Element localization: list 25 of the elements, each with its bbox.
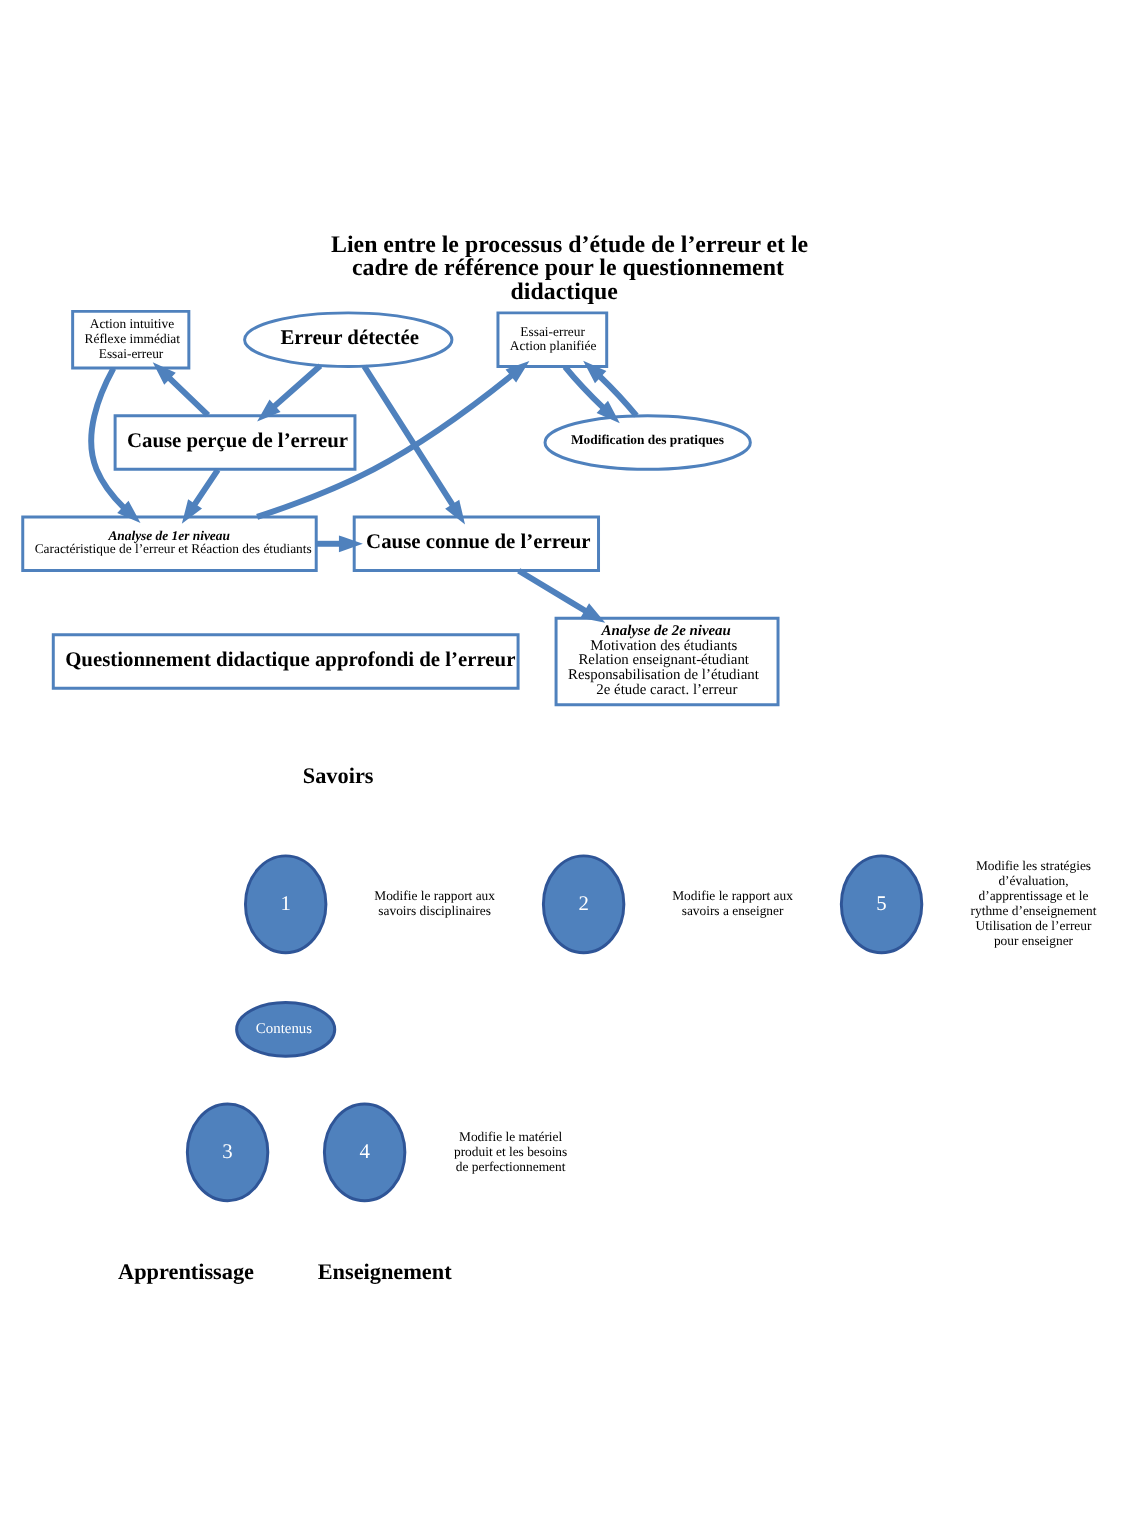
arrow <box>517 568 606 623</box>
node-ellipse: 5 <box>839 854 924 955</box>
node-box: Analyse de 2e niveau Motivation des étudiants Relation enseignant-étudiant Responsabilisation de l’étudiant 2e étude caract. l’erreur <box>554 616 780 707</box>
arrow <box>256 360 530 520</box>
node-ellipse: Contenus <box>235 1001 337 1058</box>
label: Apprentissage <box>118 1260 255 1285</box>
node-ellipse: 4 <box>322 1102 407 1203</box>
node-ellipse: Erreur détectée <box>243 311 454 368</box>
arrow <box>562 364 620 424</box>
arrow <box>88 366 141 523</box>
diagram-title: Lien entre le processus d’étude de l’erreur et le cadre de référence pour le questionnement didactique <box>331 229 809 306</box>
label: Enseignement <box>317 1260 452 1285</box>
arrow <box>361 364 466 525</box>
arrow <box>583 360 639 418</box>
node-ellipse: 3 <box>185 1102 270 1203</box>
node-ellipse: 2 <box>541 854 626 955</box>
node-ellipse: 1 <box>243 854 328 955</box>
node-box: Questionnement didactique approfondi de l’erreur <box>51 633 520 690</box>
arrow <box>257 363 323 422</box>
arrow <box>152 362 211 418</box>
arrow <box>181 468 221 524</box>
node-box: Cause connue de l’erreur <box>352 515 600 573</box>
arrow <box>316 535 363 553</box>
node-box: Cause perçue de l’erreur <box>113 414 357 471</box>
label: Savoirs <box>302 764 374 789</box>
